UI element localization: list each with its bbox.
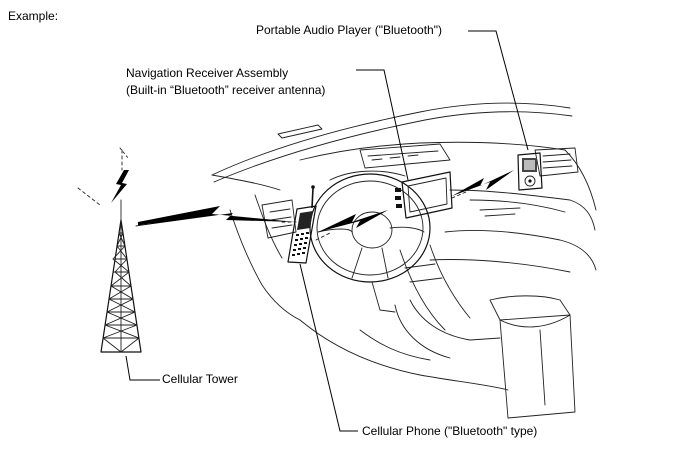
cellular-tower-icon bbox=[100, 149, 142, 353]
navigation-unit-icon bbox=[395, 171, 453, 219]
lightning-icon bbox=[77, 147, 514, 241]
cellular-phone-icon bbox=[287, 185, 317, 264]
callout-portable-audio-player: Portable Audio Player ("Bluetooth") bbox=[256, 23, 442, 37]
callout-navigation-receiver-title: Navigation Receiver Assembly bbox=[126, 66, 289, 80]
leader-lines bbox=[125, 30, 529, 432]
callout-navigation-receiver-note: (Built-in “Bluetooth” receiver antenna) bbox=[126, 83, 326, 97]
portable-audio-player-icon bbox=[517, 152, 543, 191]
steering-wheel-icon bbox=[309, 170, 431, 313]
dashboard-outline bbox=[211, 102, 597, 419]
example-label: Example: bbox=[8, 9, 59, 23]
callout-cellular-phone: Cellular Phone ("Bluetooth" type) bbox=[362, 424, 538, 438]
callout-cellular-tower: Cellular Tower bbox=[162, 372, 238, 386]
